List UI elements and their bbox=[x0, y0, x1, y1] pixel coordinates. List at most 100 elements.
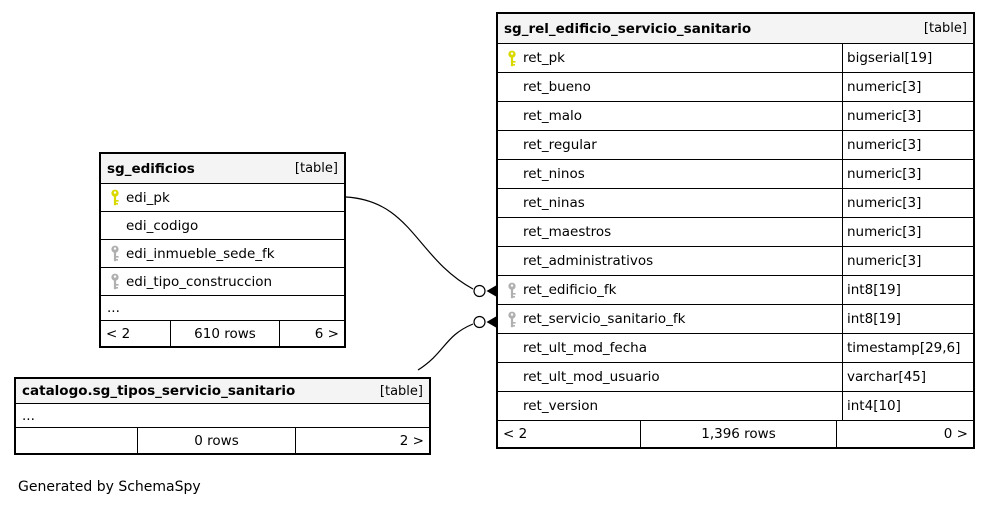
column-row-ret_regular: ret_regular numeric[3] bbox=[498, 131, 973, 160]
column-name-cell: ret_regular bbox=[498, 131, 842, 159]
footer-row-count: 610 rows bbox=[170, 321, 279, 346]
table-footer: 0 rows 2 > bbox=[16, 428, 429, 453]
relationship-line-edificio-fk bbox=[345, 196, 474, 290]
column-row-ret_malo: ret_malo numeric[3] bbox=[498, 102, 973, 131]
table-header: sg_rel_edificio_servicio_sanitario [tabl… bbox=[498, 14, 973, 44]
column-name-cell: edi_inmueble_sede_fk bbox=[101, 240, 344, 267]
column-row-ret_maestros: ret_maestros numeric[3] bbox=[498, 218, 973, 247]
column-name: edi_codigo bbox=[126, 217, 199, 234]
column-name: ret_pk bbox=[523, 50, 565, 66]
column-name: ... bbox=[107, 300, 120, 316]
cardinality-circle-icon bbox=[473, 284, 486, 298]
column-row-ret_servicio_sanitario_fk: ret_servicio_sanitario_fk int8[19] bbox=[498, 305, 973, 334]
table-tag: [table] bbox=[379, 383, 423, 399]
footer-pagination-right: 0 > bbox=[836, 421, 973, 447]
table-sg-rel-edificio-servicio-sanitario: sg_rel_edificio_servicio_sanitario [tabl… bbox=[496, 12, 975, 449]
foreign-key-icon bbox=[503, 282, 520, 299]
table-tag: [table] bbox=[294, 161, 338, 176]
column-name: edi_inmueble_sede_fk bbox=[126, 245, 275, 262]
column-name: ret_administrativos bbox=[523, 253, 654, 269]
column-name: ret_regular bbox=[523, 137, 597, 153]
column-name-cell: ret_ninas bbox=[498, 189, 842, 217]
column-row-ret_ninas: ret_ninas numeric[3] bbox=[498, 189, 973, 218]
column-name: ret_bueno bbox=[523, 79, 591, 95]
foreign-key-icon bbox=[106, 245, 123, 262]
column-row-ret_edificio_fk: ret_edificio_fk int8[19] bbox=[498, 276, 973, 305]
column-name-cell: ... bbox=[101, 296, 344, 320]
column-name-cell: ret_maestros bbox=[498, 218, 842, 246]
column-type: numeric[3] bbox=[842, 73, 973, 101]
column-name: ret_maestros bbox=[523, 224, 612, 240]
table-header: sg_edificios [table] bbox=[101, 154, 344, 184]
column-type: int8[19] bbox=[842, 276, 973, 304]
column-name: ret_edificio_fk bbox=[523, 282, 617, 298]
column-name-cell: ... bbox=[16, 404, 429, 427]
column-name-cell: edi_tipo_construccion bbox=[101, 268, 344, 295]
column-type: int8[19] bbox=[842, 305, 973, 333]
column-type: numeric[3] bbox=[842, 160, 973, 188]
column-row-ret_version: ret_version int4[10] bbox=[498, 392, 973, 421]
column-name: ... bbox=[22, 407, 35, 424]
table-catalogo-sg-tipos-servicio-sanitario: catalogo.sg_tipos_servicio_sanitario [ta… bbox=[14, 377, 431, 455]
footer-row-count: 0 rows bbox=[137, 428, 295, 453]
footer-pagination-left: < 2 bbox=[503, 426, 528, 442]
table-rows: ... bbox=[16, 404, 429, 428]
column-type: numeric[3] bbox=[842, 131, 973, 159]
footer-pagination-right: 6 > bbox=[279, 321, 344, 346]
column-name: ret_ninos bbox=[523, 166, 585, 182]
foreign-key-icon bbox=[106, 273, 123, 290]
column-row-ret_bueno: ret_bueno numeric[3] bbox=[498, 73, 973, 102]
column-row-ret_ninos: ret_ninos numeric[3] bbox=[498, 160, 973, 189]
primary-key-icon bbox=[106, 189, 123, 206]
column-name-cell: edi_codigo bbox=[101, 212, 344, 239]
schemaspy-credit: Generated by SchemaSpy bbox=[18, 479, 201, 495]
column-type: timestamp[29,6] bbox=[842, 334, 973, 362]
column-name-cell: ret_pk bbox=[498, 44, 842, 72]
table-header: catalogo.sg_tipos_servicio_sanitario [ta… bbox=[16, 379, 429, 404]
column-name-cell: ret_bueno bbox=[498, 73, 842, 101]
column-name: edi_pk bbox=[126, 189, 170, 206]
column-name-cell: ret_administrativos bbox=[498, 247, 842, 275]
column-name-cell: ret_ult_mod_fecha bbox=[498, 334, 842, 362]
arrowhead-icon bbox=[486, 316, 496, 328]
table-name[interactable]: sg_rel_edificio_servicio_sanitario bbox=[504, 20, 752, 37]
column-type: numeric[3] bbox=[842, 189, 973, 217]
cardinality-circle-icon bbox=[473, 315, 486, 329]
column-row-edi_codigo: edi_codigo bbox=[101, 212, 344, 240]
column-type: numeric[3] bbox=[842, 218, 973, 246]
table-name[interactable]: sg_edificios bbox=[107, 160, 195, 177]
column-row-edi_pk: edi_pk bbox=[101, 184, 344, 212]
table-name[interactable]: catalogo.sg_tipos_servicio_sanitario bbox=[22, 383, 296, 399]
primary-key-icon bbox=[503, 50, 520, 67]
table-footer: < 2 1,396 rows 0 > bbox=[498, 421, 973, 447]
table-tag: [table] bbox=[923, 21, 967, 36]
hidden-columns-row: ... bbox=[16, 404, 429, 428]
arrowhead-icon bbox=[486, 285, 496, 297]
column-row-edi_inmueble_sede_fk: edi_inmueble_sede_fk bbox=[101, 240, 344, 268]
column-name-cell: ret_servicio_sanitario_fk bbox=[498, 305, 842, 333]
hidden-columns-row: ... bbox=[101, 296, 344, 321]
column-row-edi_tipo_construccion: edi_tipo_construccion bbox=[101, 268, 344, 296]
column-type: int4[10] bbox=[842, 392, 973, 420]
relationship-line-servicio-sanitario-fk bbox=[417, 323, 474, 371]
column-name: ret_ninas bbox=[523, 195, 585, 211]
column-type: numeric[3] bbox=[842, 102, 973, 130]
column-name-cell: ret_malo bbox=[498, 102, 842, 130]
column-name-cell: ret_version bbox=[498, 392, 842, 420]
column-name: ret_ult_mod_fecha bbox=[523, 340, 647, 356]
footer-row-count: 1,396 rows bbox=[640, 421, 836, 447]
column-name: ret_version bbox=[523, 398, 599, 414]
column-name-cell: ret_ninos bbox=[498, 160, 842, 188]
column-name: ret_servicio_sanitario_fk bbox=[523, 311, 686, 327]
column-row-ret_ult_mod_fecha: ret_ult_mod_fecha timestamp[29,6] bbox=[498, 334, 973, 363]
column-name: ret_malo bbox=[523, 108, 583, 124]
column-type: varchar[45] bbox=[842, 363, 973, 391]
column-name-cell: edi_pk bbox=[101, 184, 344, 211]
table-rows: edi_pk edi_codigo edi_inmueble_sede_fk edi_… bbox=[101, 184, 344, 321]
footer-pagination-left bbox=[16, 428, 137, 453]
column-name-cell: ret_edificio_fk bbox=[498, 276, 842, 304]
